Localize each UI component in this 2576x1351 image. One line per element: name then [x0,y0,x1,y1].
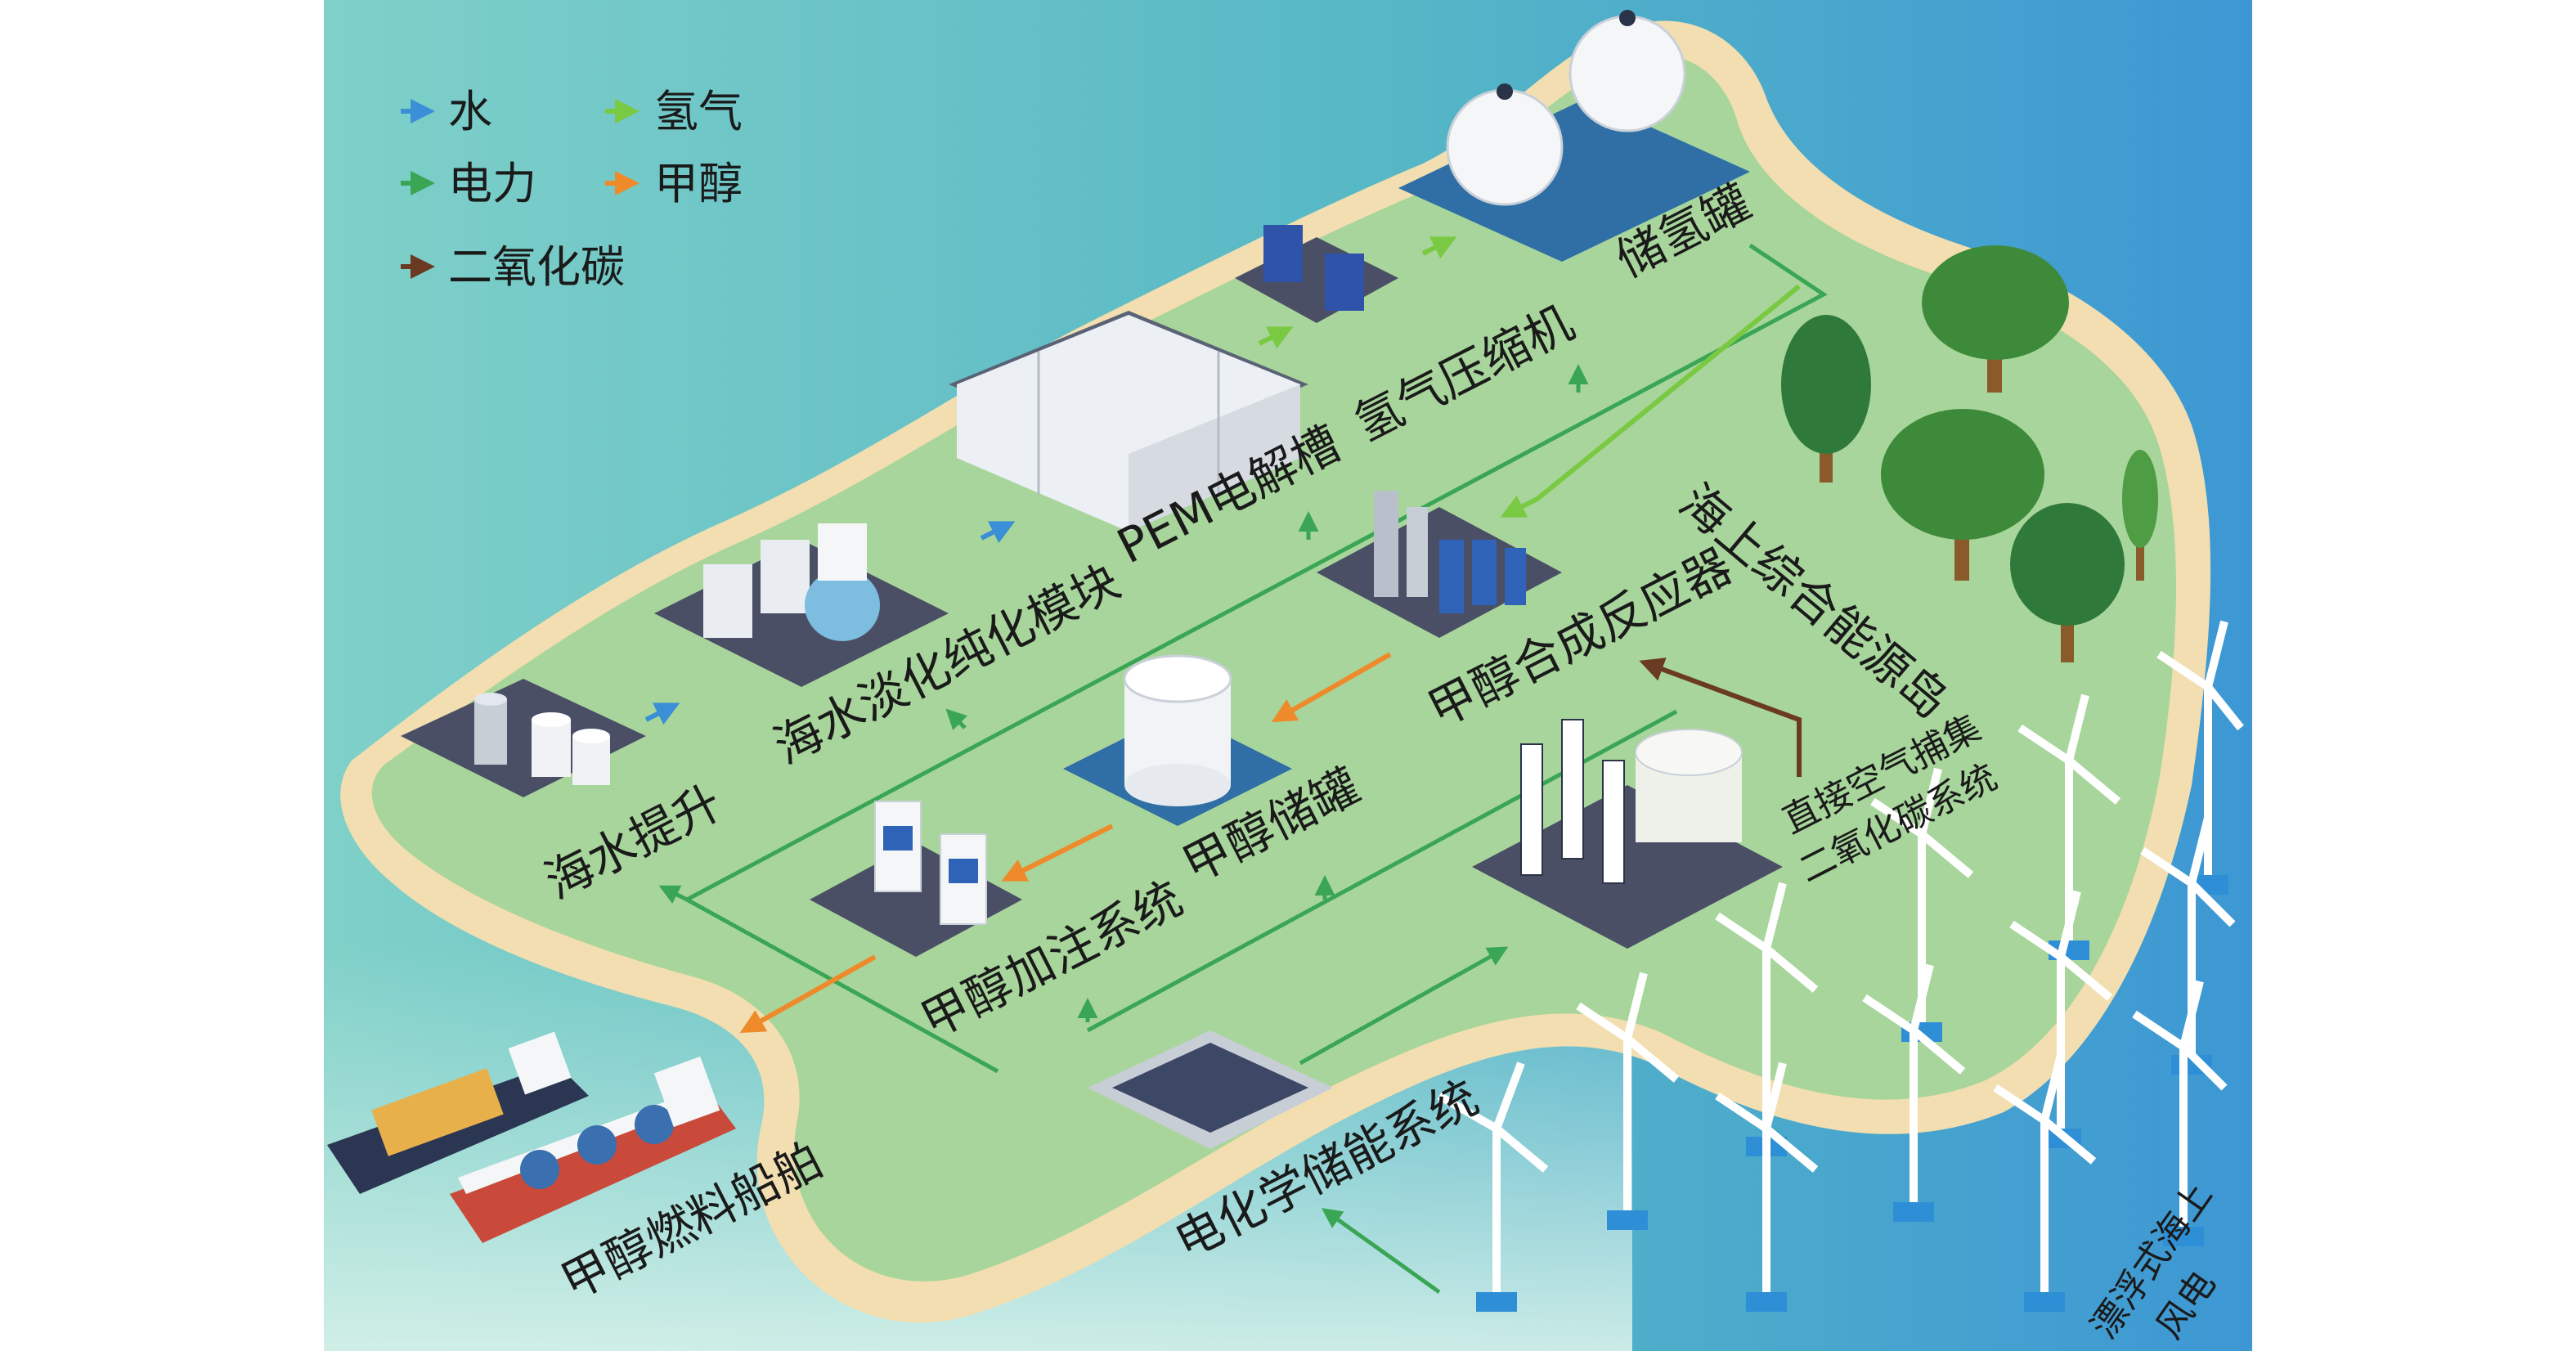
meoh-refuel-to-ships [739,954,877,1033]
water-lift-to-desal [644,702,680,725]
wind-turbine [1993,1053,2097,1312]
hydrogen-flows [1258,236,1801,518]
legend-item-methanol: 甲醇 [605,158,743,209]
methanol-flows [739,652,1392,1033]
wind-turbine [2132,980,2228,1246]
wind-turbine [1576,972,1680,1230]
wind-turbines [1437,620,2244,1312]
power-to-lift [658,885,689,904]
water-flows [644,521,1016,725]
legend-item-hydrogen: 氢气 [605,86,743,137]
trees [1781,245,2158,662]
wind-turbine [1715,1062,1819,1312]
legend-co2-label: 二氧化碳 [448,241,625,293]
legend-power-label: 电力 [448,158,536,209]
h2-compressor-to-tank [1421,236,1457,259]
legend-item-co2: 二氧化碳 [401,241,625,293]
meoh-tank-to-refuel [1001,824,1114,882]
wind-turbine [1437,1062,1549,1312]
wind-turbine [1862,963,1966,1222]
legend: 水 氢气 电力 甲醇 二氧化碳 [401,86,743,293]
seawater-lift-facility [401,679,646,797]
legend-item-power: 电力 [401,158,536,209]
water-desal-to-pem [980,521,1016,544]
legend-hydrogen-label: 氢气 [654,86,743,137]
battery-facility [1088,1030,1333,1149]
methanol-tank-facility [1063,654,1292,826]
power-trunk-upper [685,243,1828,902]
power-wind-to-battery [1321,1208,1441,1295]
dac-facility [1472,719,1783,949]
power-trunk-lower [685,897,999,1074]
methanol-ships [327,1031,736,1243]
pem-electrolyser-facility [949,311,1308,532]
legend-item-water: 水 [401,86,492,137]
methanol-refuel-facility [810,801,1022,957]
desalination-facility [654,523,949,687]
power-to-desal [945,708,967,730]
hydrogen-compressor-facility [1235,225,1398,323]
power-battery-to-dac [1299,946,1509,1066]
h2-tank-to-reactor [1500,284,1801,518]
h2-pem-to-compressor [1258,326,1294,349]
co2-dac-to-reactor [1639,658,1802,777]
legend-methanol-label: 甲醇 [654,158,743,209]
legend-water-label: 水 [448,86,492,137]
methanol-reactor-facility [1317,491,1562,638]
meoh-reactor-to-tank [1271,652,1392,722]
hydrogen-storage-facility [1398,10,1750,262]
